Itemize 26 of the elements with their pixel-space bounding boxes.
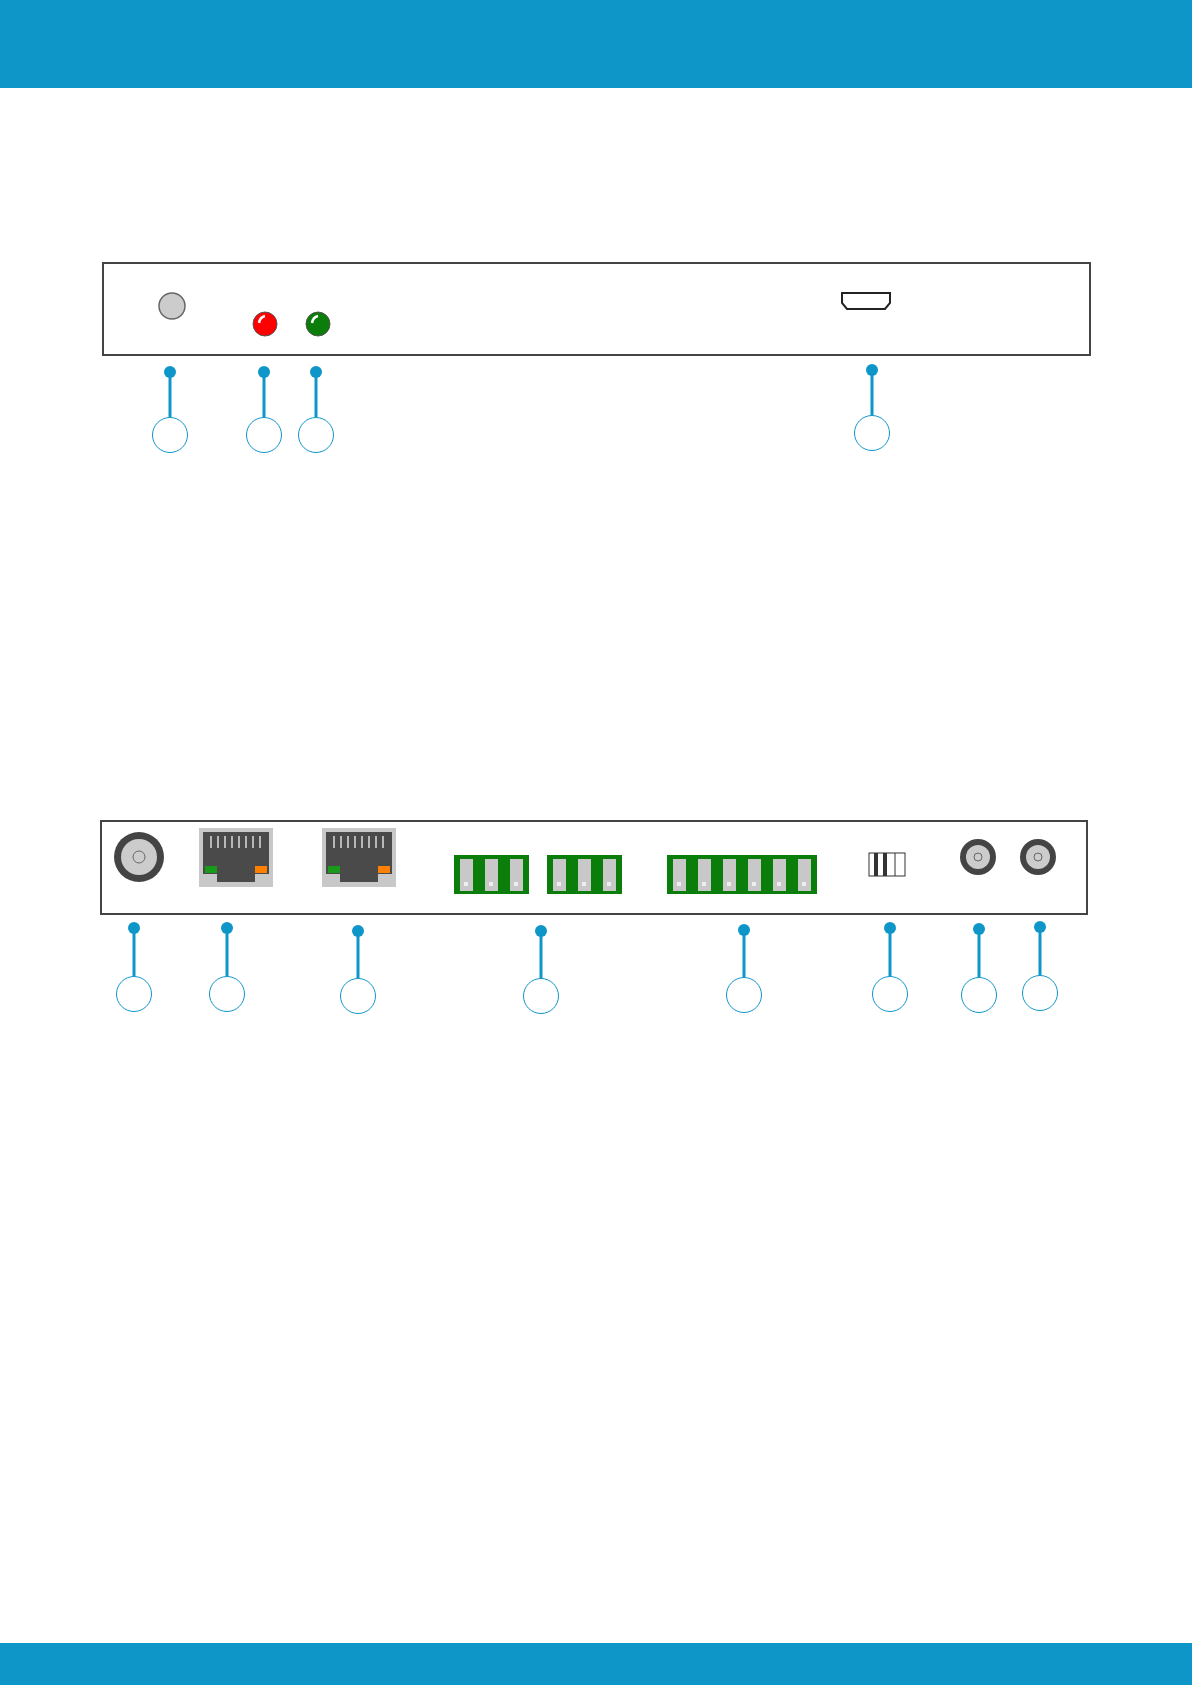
leader-line <box>221 922 233 976</box>
callout-circle <box>152 417 188 453</box>
leader-line <box>535 925 547 978</box>
device-panel <box>100 820 1088 915</box>
callout-circle <box>1022 975 1058 1011</box>
callout-circle <box>854 415 890 451</box>
callout-circle <box>726 977 762 1013</box>
callout-circle <box>298 417 334 453</box>
callout-circle <box>209 976 245 1012</box>
leader-line <box>1034 921 1046 975</box>
callout-circle <box>340 978 376 1014</box>
callout-circle <box>523 978 559 1014</box>
callout-circle <box>116 976 152 1012</box>
leader-line <box>884 922 896 976</box>
callout-circle <box>961 977 997 1013</box>
device-panel <box>102 262 1091 356</box>
leader-line <box>128 922 140 976</box>
callout-circle <box>246 417 282 453</box>
callout-circle <box>872 976 908 1012</box>
leader-line <box>164 366 176 417</box>
leader-line <box>738 924 750 977</box>
leader-line <box>310 366 322 417</box>
leader-line <box>866 364 878 415</box>
leader-line <box>258 366 270 417</box>
leader-line <box>352 925 364 978</box>
leader-line <box>973 923 985 977</box>
